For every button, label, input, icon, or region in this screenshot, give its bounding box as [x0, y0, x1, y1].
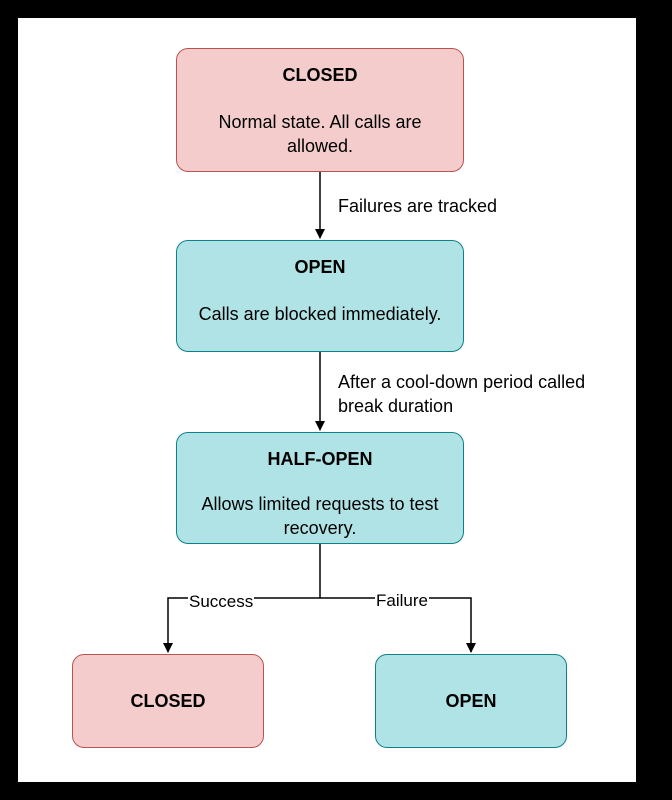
state-description: Allows limited requests to test recovery…: [201, 494, 439, 538]
diagram-edges: [163, 172, 476, 653]
edge-label-failure: Failure: [375, 591, 429, 610]
state-half-open: HALF-OPEN Allows limited requests to tes…: [176, 432, 464, 544]
state-title: OPEN: [445, 690, 497, 711]
state-closed-top: CLOSED Normal state. All calls are allow…: [176, 48, 464, 172]
state-description: Calls are blocked immediately.: [198, 304, 442, 324]
edge-label-cool-down: After a cool-down period called break du…: [338, 372, 586, 416]
edge-failure: [320, 597, 476, 653]
edge-success: [163, 597, 320, 653]
state-title: OPEN: [294, 257, 346, 277]
state-closed-bottom: CLOSED: [72, 654, 264, 748]
state-title: HALF-OPEN: [267, 449, 373, 469]
diagram-canvas: CLOSED Normal state. All calls are allow…: [18, 18, 636, 782]
state-title: CLOSED: [282, 65, 358, 85]
edge-label-success: Success: [188, 592, 255, 611]
state-open-bottom: OPEN: [375, 654, 567, 748]
edge-label-failures-tracked: Failures are tracked: [338, 196, 498, 216]
state-title: CLOSED: [130, 690, 206, 711]
state-open-mid: OPEN Calls are blocked immediately.: [176, 240, 464, 352]
state-description: Normal state. All calls are allowed.: [218, 112, 422, 156]
